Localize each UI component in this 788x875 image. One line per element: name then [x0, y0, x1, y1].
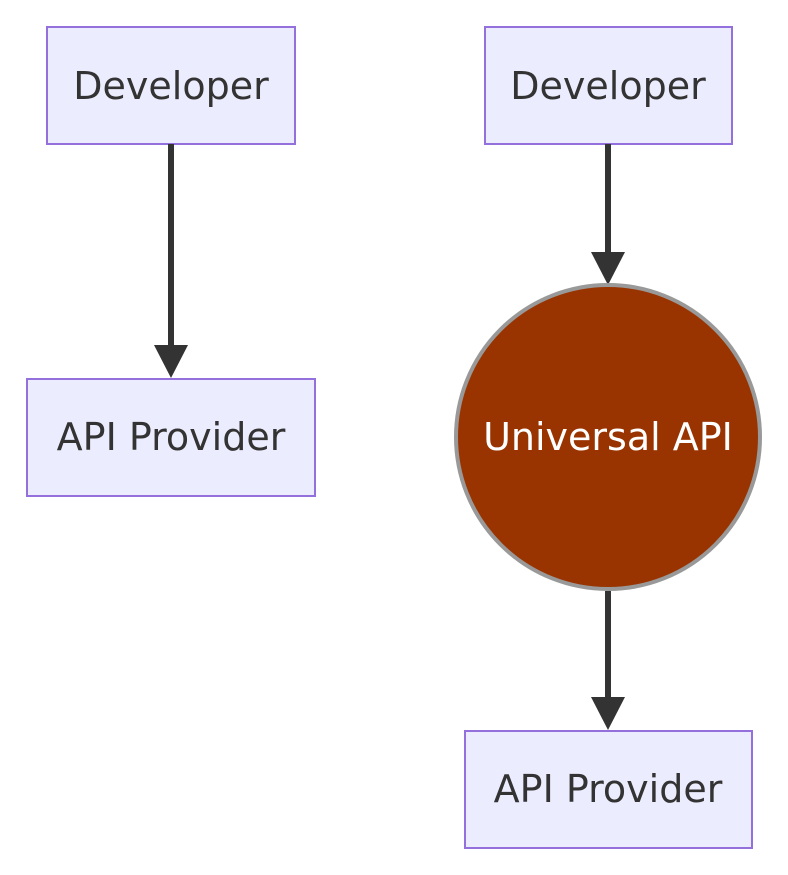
right-developer-label: Developer — [510, 64, 706, 108]
left-developer-node[interactable]: Developer — [46, 26, 296, 145]
universal-api-label: Universal API — [483, 415, 733, 459]
left-edge-developer-to-provider — [154, 144, 188, 378]
right-edge-developer-to-universal-api — [591, 144, 625, 285]
universal-api-node[interactable]: Universal API — [454, 283, 762, 591]
left-api-provider-label: API Provider — [57, 415, 286, 459]
right-api-provider-node[interactable]: API Provider — [464, 730, 753, 849]
right-edge-universal-api-to-provider — [591, 591, 625, 730]
left-developer-label: Developer — [73, 64, 269, 108]
universal-api-circle — [454, 283, 762, 591]
right-edge-bottom-arrowhead — [591, 697, 625, 730]
right-api-provider-label: API Provider — [494, 767, 723, 811]
right-edge-top-arrowhead — [591, 252, 625, 285]
right-developer-node[interactable]: Developer — [484, 26, 733, 145]
left-api-provider-node[interactable]: API Provider — [26, 378, 316, 497]
left-edge-arrowhead — [154, 345, 188, 378]
